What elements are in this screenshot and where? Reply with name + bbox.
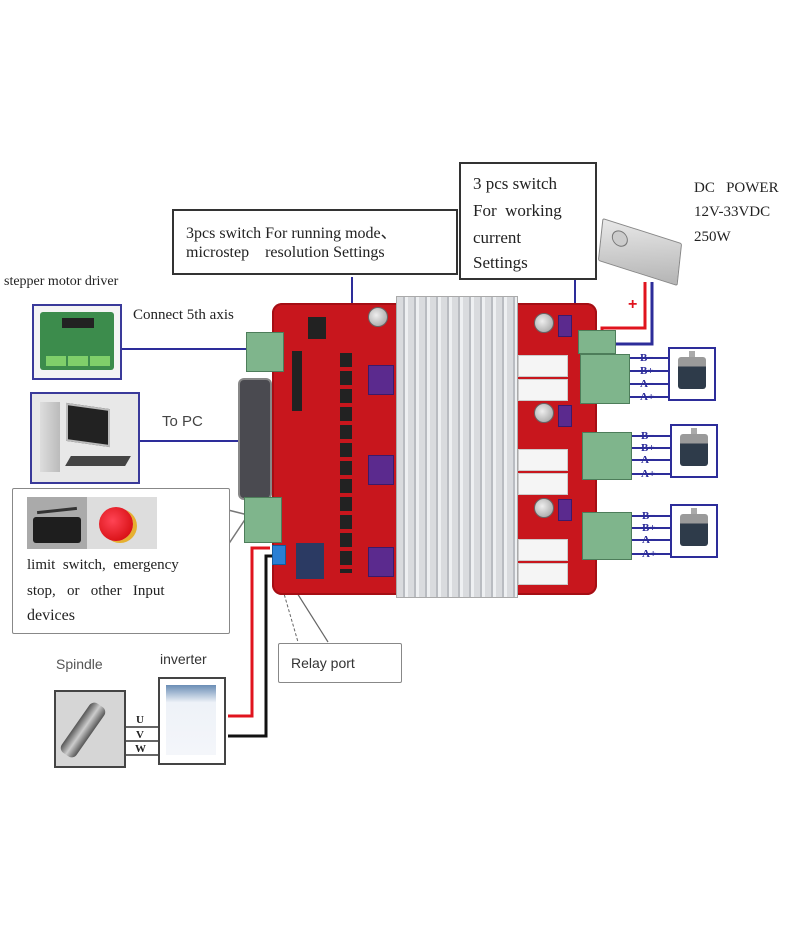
pin-label-b-plus: B+	[641, 442, 655, 454]
input-devices-line-1: limit switch, emergency	[27, 557, 179, 573]
running-mode-line-2: microstep resolution Settings	[186, 244, 385, 261]
driver-terminal-2	[68, 356, 88, 366]
pin-label-a-plus: A+	[640, 391, 655, 403]
capacitor	[534, 403, 554, 423]
pin-label-a-minus: A−	[640, 378, 655, 390]
relay-port-label: Relay port	[291, 655, 355, 671]
relay-component	[296, 543, 324, 579]
microstep-dip-switch-3	[368, 547, 394, 577]
motor-wires-axis-3	[632, 515, 670, 555]
working-current-line-3: current	[473, 228, 522, 247]
pc-tower-icon	[40, 402, 60, 472]
driver-ic-label	[518, 449, 568, 471]
heatsink	[396, 296, 518, 598]
power-input-terminal[interactable]	[578, 330, 616, 354]
input-devices-callout: limit switch, emergency stop, or other I…	[12, 488, 230, 634]
power-wire-negative	[610, 282, 654, 346]
driver-ic-label	[518, 473, 568, 495]
driver-terminal-3	[90, 356, 110, 366]
motor-wires-axis-1	[630, 357, 668, 398]
optocoupler-row	[292, 351, 302, 411]
inverter-image	[158, 677, 226, 765]
power-wire-positive	[600, 282, 647, 335]
current-dip-switch-1	[558, 315, 572, 337]
relay-pointer-1	[275, 565, 299, 643]
driver-chip	[62, 318, 94, 328]
pin-label-a-minus: A−	[641, 454, 656, 466]
current-dip-switch-2	[558, 405, 572, 427]
power-polarity-label: +	[628, 296, 638, 313]
pin-label-b-minus: B−	[640, 352, 654, 364]
dc-power-label-2: 12V-33VDC	[694, 204, 771, 220]
pin-label-a-minus: A−	[642, 534, 657, 546]
microstep-dip-switch-1	[368, 365, 394, 395]
to-pc-label: To PC	[162, 413, 203, 430]
pc-image	[30, 392, 140, 484]
db25-parallel-port[interactable]	[238, 378, 272, 500]
capacitor	[534, 313, 554, 333]
driver-pcb	[40, 312, 114, 370]
relay-port-callout: Relay port	[278, 643, 402, 683]
motor-terminal-axis-2[interactable]	[582, 432, 632, 480]
dc-power-label-3: 250W	[694, 229, 731, 245]
pin-label-b-minus: B−	[641, 430, 655, 442]
running-mode-line-1: 3pcs switch For running mode、	[186, 225, 397, 242]
capacitor	[534, 498, 554, 518]
input-devices-line-2: stop, or other Input	[27, 583, 165, 599]
motor-terminal-axis-3[interactable]	[582, 512, 632, 560]
pin-label-a-plus: A+	[642, 548, 657, 560]
driver-ic-label	[518, 355, 568, 377]
driver-ic-label	[518, 539, 568, 561]
relay-wire-black	[228, 554, 276, 738]
limit-switch-image	[27, 497, 87, 549]
pin-label-b-plus: B+	[642, 522, 656, 534]
ic-column	[340, 353, 352, 573]
emergency-stop-image	[87, 497, 157, 549]
pin-label-a-plus: A+	[641, 468, 656, 480]
driver-ic-label	[518, 379, 568, 401]
capacitor	[368, 307, 388, 327]
stepper-motor-axis-3	[670, 504, 718, 558]
keyboard-icon	[65, 456, 131, 466]
working-current-line-2: For working	[473, 201, 562, 220]
stepper-motor-axis-2	[670, 424, 718, 478]
stepper-driver-label: stepper motor driver	[4, 274, 119, 289]
running-mode-callout: 3pcs switch For running mode、 microstep …	[172, 209, 458, 275]
psu-fan-icon	[611, 228, 629, 249]
spindle-image	[54, 690, 126, 768]
working-current-line-1: 3 pcs switch	[473, 174, 558, 193]
pin-label-b-plus: B+	[640, 365, 654, 377]
working-current-callout: 3 pcs switch For working current Setting…	[459, 162, 597, 280]
monitor-icon	[66, 402, 110, 448]
spindle-phase-u: U	[136, 714, 144, 726]
relay-port-terminal[interactable]	[272, 545, 286, 565]
relay-wire-red	[228, 546, 270, 718]
current-dip-switch-3	[558, 499, 572, 521]
dc-power-label-1: DC POWER	[694, 180, 779, 196]
input-terminal[interactable]	[244, 497, 282, 543]
pin-label-b-minus: B−	[642, 510, 656, 522]
inverter-label: inverter	[160, 651, 207, 667]
spindle-phase-w: W	[135, 743, 146, 755]
stepper-motor-axis-1	[668, 347, 716, 401]
driver-terminal-1	[46, 356, 66, 366]
fifth-axis-terminal[interactable]	[246, 332, 284, 372]
microstep-dip-switch-2	[368, 455, 394, 485]
stepper-driver-image	[32, 304, 122, 380]
spindle-label: Spindle	[56, 656, 103, 672]
regulator-chip	[308, 317, 326, 339]
connect-5th-axis-label: Connect 5th axis	[133, 307, 234, 323]
working-current-line-4: Settings	[473, 253, 528, 272]
driver-ic-label	[518, 563, 568, 585]
motor-terminal-axis-1[interactable]	[580, 354, 630, 404]
spindle-phase-v: V	[136, 729, 144, 741]
input-devices-line-3: devices	[27, 607, 75, 624]
motor-wires-axis-2	[632, 435, 670, 475]
